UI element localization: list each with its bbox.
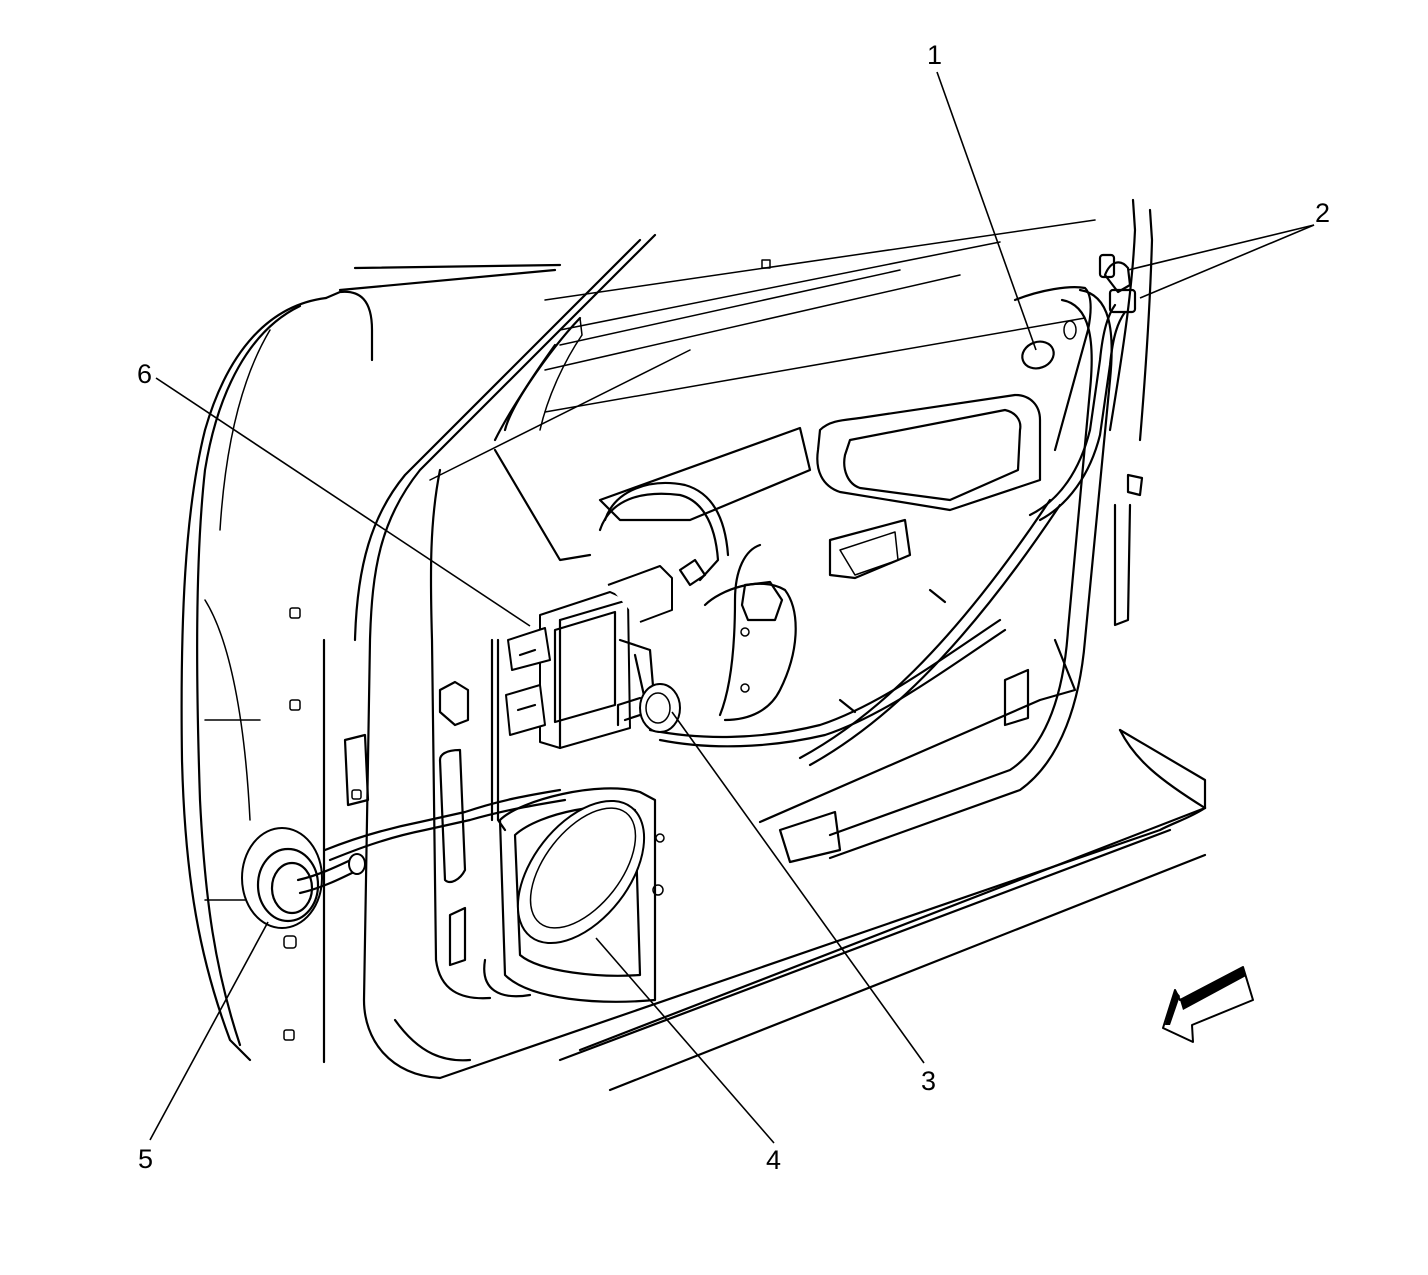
callout-1: 1	[927, 40, 942, 70]
hinge-pillar	[180, 263, 562, 1064]
leader-5	[149, 921, 269, 1141]
callout-5: 5	[138, 1144, 153, 1174]
door-frame	[353, 233, 1207, 1092]
leader-lines	[149, 71, 1315, 1144]
leader-6	[155, 377, 531, 627]
wiring-harness	[323, 198, 1154, 862]
speaker-cone	[516, 799, 646, 945]
leader-2a	[1127, 224, 1315, 271]
access-hole-1	[1021, 340, 1055, 370]
callout-4: 4	[766, 1145, 781, 1175]
callouts: 1 2 3 4 5 6	[137, 40, 1330, 1175]
callout-2: 2	[1315, 198, 1330, 228]
harness-grommet-3	[616, 683, 681, 733]
view-direction-arrow-icon	[1162, 966, 1254, 1043]
door-speaker	[498, 787, 657, 1003]
leader-4	[595, 937, 775, 1144]
callout-6: 6	[137, 359, 152, 389]
callout-3: 3	[921, 1066, 936, 1096]
harness-grommet-5	[241, 827, 366, 929]
leader-3	[671, 711, 925, 1064]
leader-1	[936, 71, 1037, 351]
door-module	[505, 565, 673, 750]
window-glass	[429, 219, 1096, 481]
window-regulator	[703, 498, 1062, 767]
door-inner-panel	[343, 259, 1144, 1000]
leader-2b	[1139, 224, 1315, 299]
